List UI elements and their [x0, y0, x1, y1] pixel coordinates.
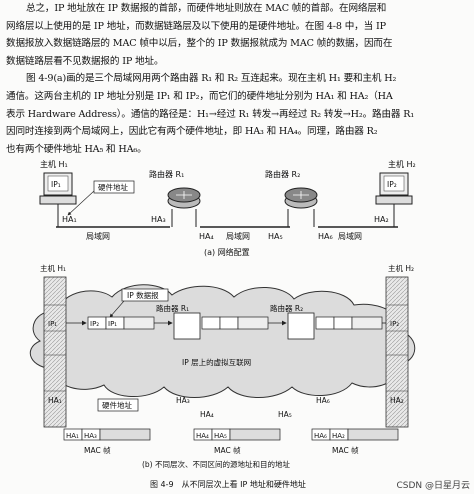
caption-a: (a) 网络配置 — [204, 247, 250, 257]
hw-address-callout — [93, 180, 135, 194]
mac2-ha4: HA₄ — [196, 432, 209, 440]
ip-datagram-segment-2 — [201, 316, 269, 330]
ha3-label-b: HA₃ — [176, 396, 190, 405]
ha3-label: HA₃ — [151, 215, 166, 224]
text-line: 数据报放入数据链路层的 MAC 帧中以后，整个的 IP 数据报就成为 MAC 帧… — [6, 38, 393, 50]
router2-label: 路由器 R₂ — [265, 169, 300, 179]
mac-frame-3 — [311, 428, 399, 441]
text-line: 表示 Hardware Address）。通信的路径是：H₁→经过 R₁ 转发→… — [6, 108, 415, 120]
ha4-label-b: HA₄ — [200, 410, 214, 419]
ip1-label-b: IP₁ — [108, 320, 117, 328]
ip-datagram-segment-3 — [315, 316, 383, 330]
mac1-ha1: HA₁ — [66, 432, 79, 440]
hw-address-label: 硬件地址 — [98, 182, 128, 192]
host2-computer-icon — [375, 172, 413, 205]
text-line: 网络层以上使用的是 IP 地址，而数据链路层及以下使用的是硬件地址。在图 4-8… — [6, 20, 386, 32]
ip-packet-callout — [121, 288, 169, 302]
ip-packet-label: IP 数据报 — [127, 290, 159, 300]
text-line: 因同时连接到两个局域网上，因此它有两个硬件地址，即 HA₃ 和 HA₄。同理，路… — [6, 126, 378, 138]
ip2-label-b: IP₂ — [90, 320, 99, 328]
text-line: 图 4-9(a)画的是三个局域网用两个路由器 R₁ 和 R₂ 互连起来。现在主机… — [26, 73, 397, 85]
host1-computer-icon — [39, 172, 77, 205]
router1-box-b — [173, 312, 201, 340]
mac3-ha6: HA₆ — [314, 432, 327, 440]
ip-datagram-segment-1 — [87, 316, 155, 330]
ha6-label-b: HA₆ — [316, 396, 330, 405]
figure-caption: 图 4-9 从不同层次上看 IP 地址和硬件地址 — [150, 479, 306, 489]
router2-box-b — [287, 312, 315, 340]
ha6-label: HA₆ — [318, 232, 333, 241]
host2-protocol-stack — [385, 276, 409, 428]
ha4-label: HA₄ — [199, 232, 214, 241]
mac-frame-2 — [193, 428, 281, 441]
host1-label: 主机 H₁ — [40, 159, 68, 169]
mac-frame-label-2: MAC 帧 — [214, 445, 241, 455]
ip1-host-label: IP₁ — [48, 320, 57, 328]
figure-4-9: 主机 H₁ 主机 H₂ IP₁ IP₂ 硬件地址 — [29, 159, 416, 489]
ip1-label: IP₁ — [51, 180, 61, 189]
text-line: 数据链路层看不见数据报的 IP 地址。 — [6, 55, 164, 67]
hw-address-callout-b — [97, 398, 139, 412]
ha1-label: HA₁ — [62, 215, 77, 224]
mac1-ha3: HA₃ — [84, 432, 97, 440]
lan-label-1: 局域网 — [86, 231, 110, 241]
virtual-internet-cloud — [29, 284, 416, 398]
host2-label: 主机 H₂ — [388, 159, 416, 169]
router2-label-b: 路由器 R₂ — [270, 303, 303, 313]
figure-b-address-view: 主机 H₁ 主机 H₂ IP 数据报 — [29, 263, 416, 489]
ha2-label: HA₂ — [374, 215, 389, 224]
router1-label-b: 路由器 R₁ — [156, 303, 189, 313]
ha1-label-b: HA₁ — [48, 396, 62, 405]
body-paragraph: 总之，IP 地址放在 IP 数据报的首部，而硬件地址则放在 MAC 帧的首部。在… — [6, 0, 468, 158]
host2-label-b: 主机 H₂ — [388, 263, 414, 273]
mac-frame-label-1: MAC 帧 — [84, 445, 111, 455]
ha5-label: HA₅ — [268, 232, 283, 241]
text-line: 总之，IP 地址放在 IP 数据报的首部，而硬件地址则放在 MAC 帧的首部。在… — [26, 3, 387, 14]
csdn-watermark: CSDN @日星月云 — [396, 481, 470, 491]
virtual-internet-label: IP 层上的虚拟互联网 — [182, 357, 251, 367]
lan-label-3: 局域网 — [338, 231, 362, 241]
caption-b: (b) 不同层次、不同区间的源地址和目的地址 — [142, 459, 290, 469]
mac-frame-label-3: MAC 帧 — [332, 445, 359, 455]
ip2-host-label: IP₂ — [390, 320, 399, 328]
ha5-label-b: HA₅ — [278, 410, 292, 419]
ip2-label: IP₂ — [387, 180, 397, 189]
host1-protocol-stack — [43, 276, 67, 428]
router1-icon — [167, 187, 201, 209]
ha2-label-b: HA₂ — [390, 396, 404, 405]
hw-address-label-b: 硬件地址 — [102, 400, 132, 410]
mac-frame-1 — [63, 428, 151, 441]
router2-icon — [284, 187, 318, 209]
mac3-ha2: HA₂ — [332, 432, 345, 440]
lan-label-2: 局域网 — [226, 231, 250, 241]
host1-label-b: 主机 H₁ — [40, 263, 66, 273]
text-line: 通信。这两台主机的 IP 地址分别是 IP₁ 和 IP₂，而它们的硬件地址分别为… — [6, 90, 393, 102]
mac2-ha5: HA₅ — [214, 432, 227, 440]
figure-a-network-config: 主机 H₁ 主机 H₂ IP₁ IP₂ 硬件地址 — [39, 159, 416, 257]
text-line: 也有两个硬件地址 HA₅ 和 HA₆。 — [6, 143, 147, 155]
router1-label: 路由器 R₁ — [149, 169, 184, 179]
